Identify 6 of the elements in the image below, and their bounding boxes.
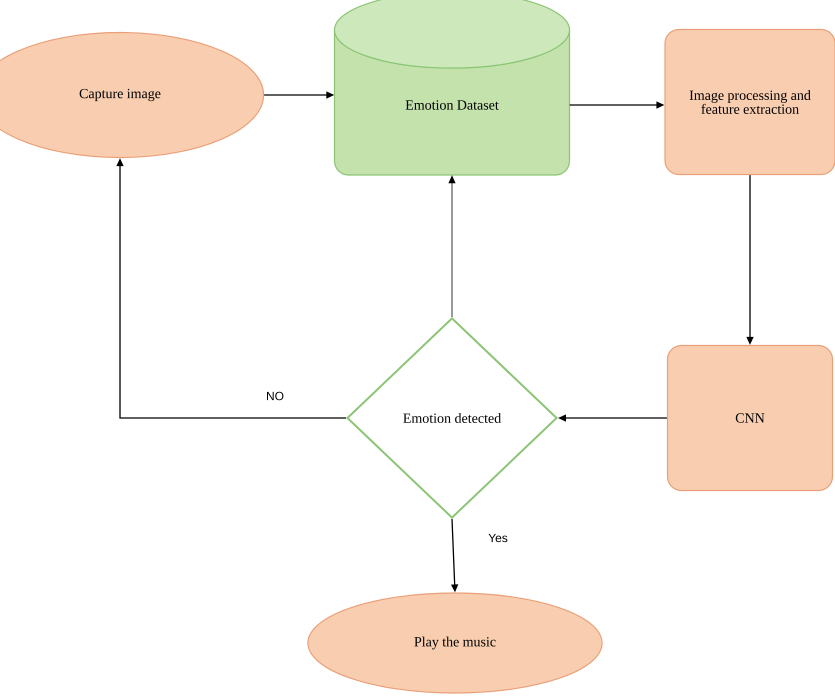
edge-label: NO <box>265 390 285 402</box>
database-cylinder: Emotion Dataset <box>334 0 570 176</box>
process-box: CNN <box>666 344 834 492</box>
edge-label: Yes <box>487 532 509 544</box>
oval-node: Play the music <box>307 592 603 694</box>
process-box: Image processing and feature extraction <box>664 28 835 176</box>
